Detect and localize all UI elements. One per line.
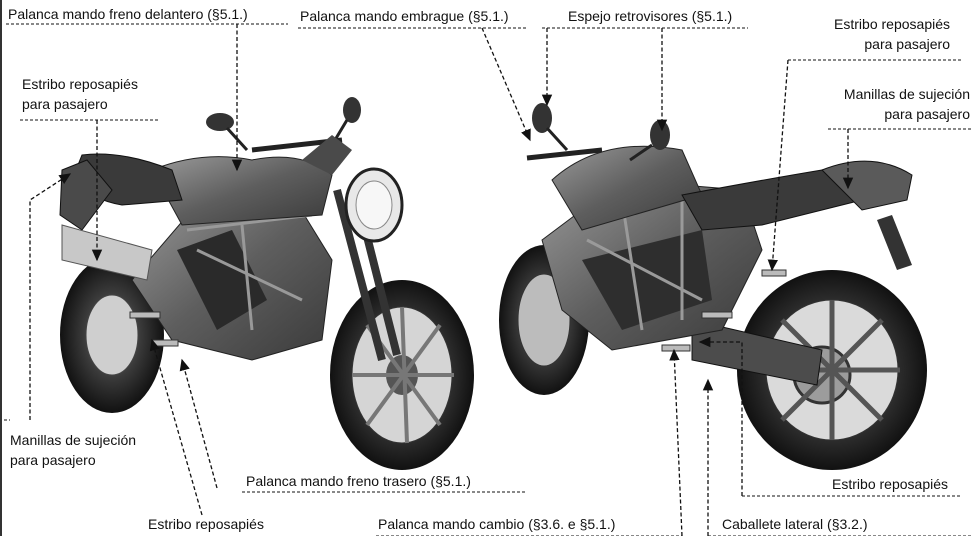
- label-passenger-footrest-right-line1: Estribo reposapiés: [834, 16, 950, 32]
- label-rear-brake-lever: Palanca mando freno trasero (§5.1.): [246, 473, 471, 489]
- label-side-stand: Caballete lateral (§3.2.): [722, 516, 868, 532]
- label-clutch-lever: Palanca mando embrague (§5.1.): [300, 8, 509, 24]
- label-passenger-footrest-right-line2: para pasajero: [864, 36, 950, 52]
- label-footrest-right: Estribo reposapiés: [832, 476, 948, 492]
- label-passenger-handles-left-line1: Manillas de sujeción: [10, 432, 137, 448]
- label-mirrors: Espejo retrovisores (§5.1.): [568, 8, 733, 24]
- label-passenger-footrest-left-line1: Estribo reposapiés: [22, 76, 138, 92]
- right-motorcycle: [499, 103, 927, 470]
- label-passenger-handles-right-line1: Manillas de sujeción: [843, 86, 970, 102]
- callout-leaders: [29, 24, 854, 536]
- label-passenger-handles-right-line2: para pasajero: [884, 106, 970, 122]
- label-passenger-handles-left-line2: para pasajero: [10, 452, 96, 468]
- callout-underlines: [4, 23, 972, 536]
- label-gear-lever: Palanca mando cambio (§3.6. e §5.1.): [378, 516, 616, 532]
- label-footrest-left: Estribo reposapiés: [148, 516, 264, 532]
- left-motorcycle: [59, 97, 474, 470]
- label-front-brake-lever: Palanca mando freno delantero (§5.1.): [8, 6, 248, 22]
- label-passenger-footrest-left-line2: para pasajero: [22, 96, 108, 112]
